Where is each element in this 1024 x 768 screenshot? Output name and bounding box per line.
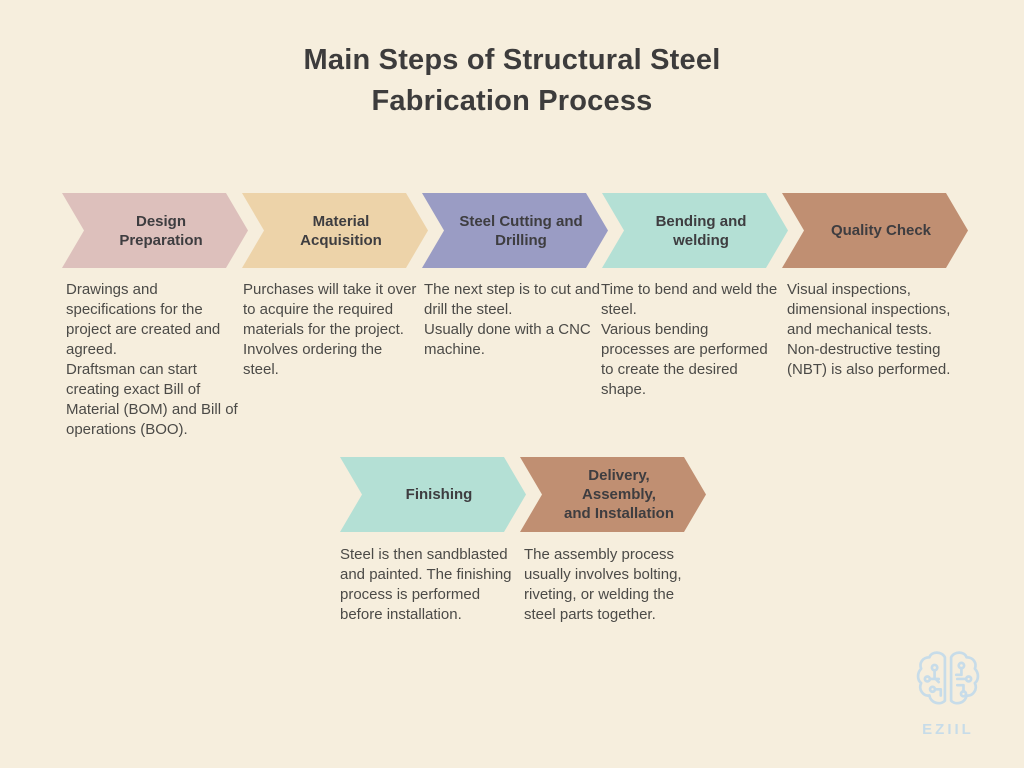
step-description-material-acquisition: Purchases will take it over to acquire t… xyxy=(243,281,417,378)
page-title: Main Steps of Structural Steel Fabricati… xyxy=(303,44,721,117)
step-label: Design Preparation xyxy=(119,212,203,249)
step-label: Quality Check xyxy=(830,222,932,239)
step-arrow-finishing: Finishing xyxy=(340,457,526,532)
step-label: Bending and welding xyxy=(655,212,747,249)
step-arrow-material-acquisition: Material Acquisition xyxy=(242,193,428,268)
step-label: Material Acquisition xyxy=(300,212,382,249)
step-description-delivery-assembly-installation: The assembly process usually involves bo… xyxy=(524,546,682,623)
brand-logo: EZIIL xyxy=(908,648,988,738)
step-arrow-design-preparation: Design Preparation xyxy=(62,193,248,268)
step-arrow-bending-welding: Bending and welding xyxy=(602,193,788,268)
step-arrow-delivery-assembly-installation: Delivery, Assembly, and Installation xyxy=(520,457,706,532)
step-label: Delivery, Assembly, and Installation xyxy=(563,467,674,522)
step-arrow-steel-cutting-drilling: Steel Cutting and Drilling xyxy=(422,193,608,268)
step-description-design-preparation: Drawings and specifications for the proj… xyxy=(66,281,238,438)
step-description-quality-check: Visual inspections, dimensional inspecti… xyxy=(787,281,951,378)
step-arrow-quality-check: Quality Check xyxy=(782,193,968,268)
step-description-finishing: Steel is then sandblasted and painted. T… xyxy=(340,546,512,623)
step-label: Finishing xyxy=(405,486,473,503)
step-description-bending-welding: Time to bend and weld the steel. Various… xyxy=(601,281,778,398)
logo-text: EZIIL xyxy=(922,721,974,738)
brain-circuit-icon xyxy=(916,651,980,716)
step-description-steel-cutting-drilling: The next step is to cut and drill the st… xyxy=(424,281,600,358)
step-label: Steel Cutting and Drilling xyxy=(459,212,583,249)
